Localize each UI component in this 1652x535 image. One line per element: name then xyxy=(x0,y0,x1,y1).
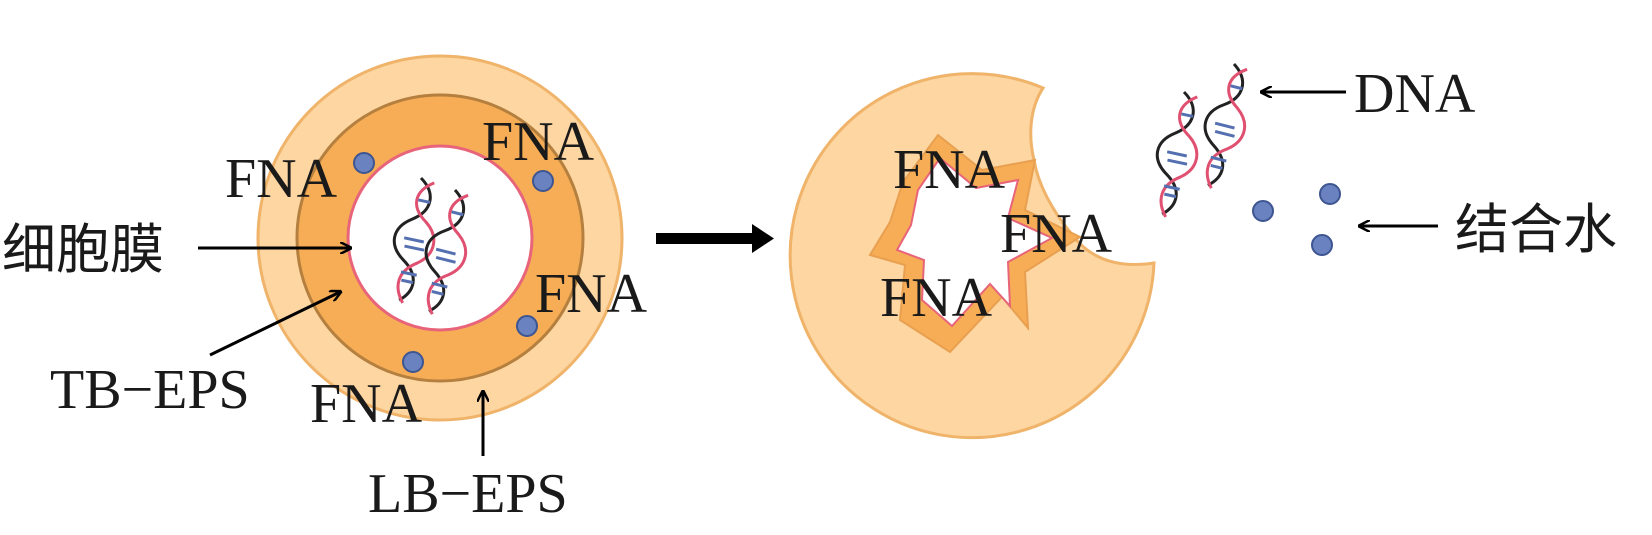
tb-eps-label: TB−EPS xyxy=(50,359,250,421)
tb-eps-pointer xyxy=(209,292,340,357)
fna-label: FNA xyxy=(1000,203,1113,265)
cell-membrane xyxy=(346,144,534,332)
fna-dot xyxy=(516,315,538,337)
bound-water-dot xyxy=(1319,183,1341,205)
fna-dot xyxy=(532,170,554,192)
fna-label: FNA xyxy=(893,139,1006,201)
bound-water-dot xyxy=(1252,200,1274,222)
fna-dot xyxy=(353,152,375,174)
dna-label: DNA xyxy=(1354,63,1476,125)
intact-floc: FNA FNA FNA FNA 细胞膜 TB−EPS LB−EPS xyxy=(2,54,648,525)
fna-label: FNA xyxy=(225,148,338,210)
ruptured-cell-interior xyxy=(895,156,1055,328)
fna-dot xyxy=(402,351,424,373)
lb-eps-label: LB−EPS xyxy=(368,463,568,525)
bound-water-dot xyxy=(1311,234,1333,256)
dna-helix-icon xyxy=(1188,59,1261,195)
fna-label: FNA xyxy=(535,263,648,325)
disrupted-floc: FNA FNA FNA xyxy=(788,72,1156,440)
released-components: DNA 结合水 xyxy=(1143,59,1617,261)
process-arrow xyxy=(656,224,774,253)
fna-label: FNA xyxy=(310,373,423,435)
bound-water-label: 结合水 xyxy=(1455,198,1617,261)
fna-label: FNA xyxy=(482,111,595,173)
fna-label: FNA xyxy=(880,267,993,329)
dna-helix-icon xyxy=(1143,87,1211,223)
cell-membrane-label: 细胞膜 xyxy=(2,218,164,281)
